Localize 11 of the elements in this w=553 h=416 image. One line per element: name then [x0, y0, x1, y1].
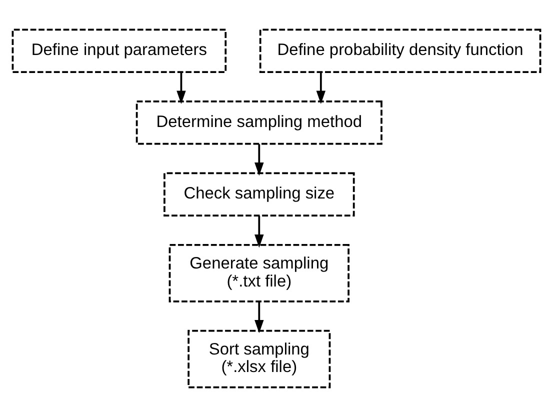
arrow: [176, 72, 186, 104]
arrow: [254, 301, 264, 333]
node-box: Define probability density function: [259, 28, 542, 72]
arrow: [254, 215, 264, 248]
node-box: Sort sampling (*.xlsx file): [188, 329, 331, 388]
node-box: Define input parameters: [12, 28, 227, 72]
node-box: Check sampling size: [164, 172, 355, 216]
node-box: Determine sampling method: [136, 100, 382, 144]
arrow: [316, 72, 326, 104]
arrow: [254, 144, 264, 176]
node-box: Generate sampling (*.txt file): [168, 244, 350, 302]
